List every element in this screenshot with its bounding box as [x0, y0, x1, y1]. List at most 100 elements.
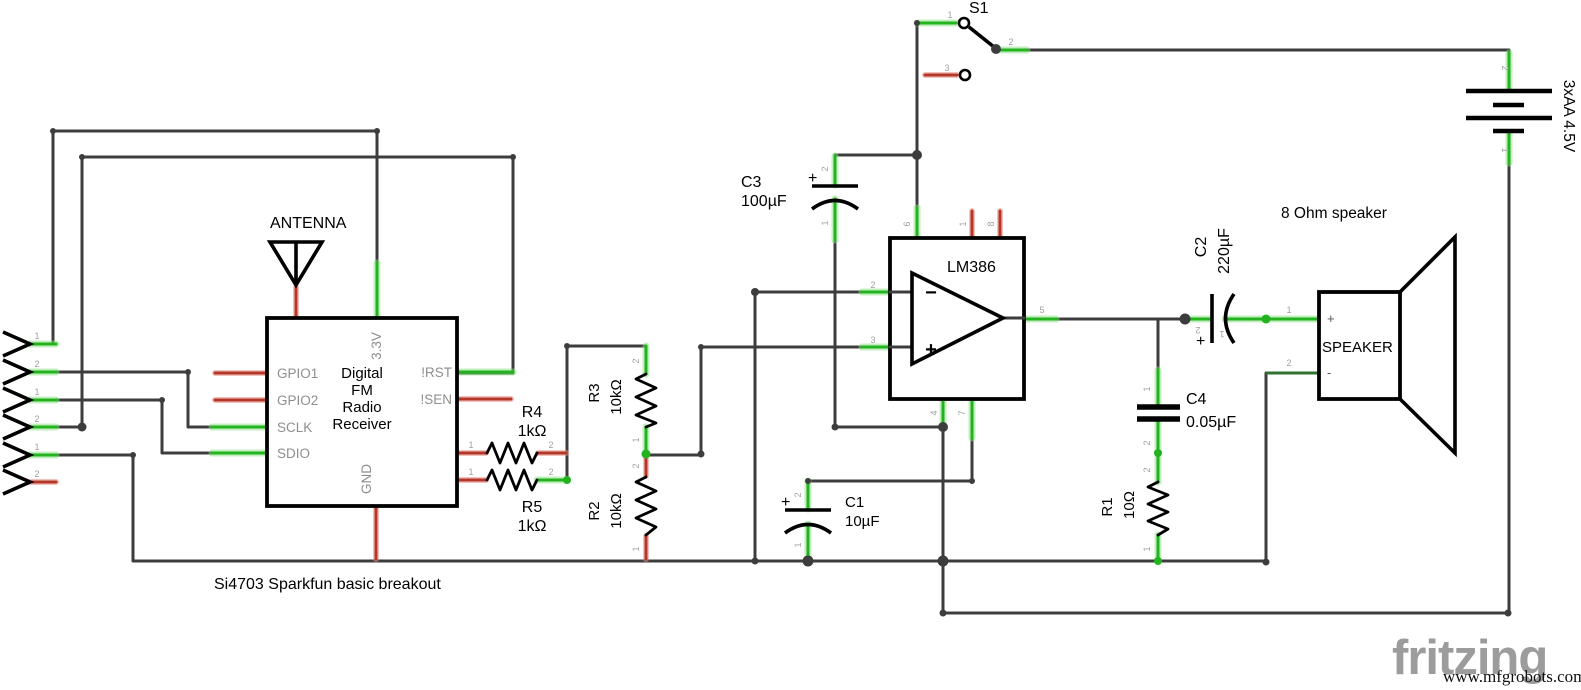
chip-pin-label-gpio1: GPIO1: [277, 366, 318, 381]
speaker-horn: [1398, 232, 1457, 458]
c1-pin-number: 2: [793, 492, 803, 497]
chip-title-line: Receiver: [332, 416, 391, 433]
speaker-minus: -: [1327, 365, 1331, 380]
r5-pin-number: 2: [548, 467, 553, 477]
lm386-pin-number: 7: [957, 410, 967, 415]
junction-dot: [1179, 313, 1191, 325]
switch-pivot-dot: [991, 44, 1001, 54]
battery-label: 3xAA 4.5V: [1560, 80, 1577, 153]
antenna-symbol: ANTENNA: [266, 215, 347, 289]
connector-pin-number: 2: [34, 359, 39, 369]
chip-title-line: Digital: [341, 365, 383, 382]
switch-terminal: [957, 16, 971, 30]
r5-name: R5: [522, 499, 543, 516]
chip-pin-label-rst: !RST: [421, 365, 452, 380]
bend-dot: [1262, 558, 1270, 566]
speaker-plus: +: [1327, 311, 1335, 326]
speaker-pin-number: 2: [1286, 358, 1291, 368]
c2-name: C2: [1193, 237, 1210, 258]
resistor-zigzag: [485, 441, 539, 465]
cap-plate-curved: [1223, 292, 1236, 345]
lm386-pin-number: 8: [986, 221, 996, 226]
resistor-r1: R1 10Ω 2 1: [1099, 467, 1170, 552]
c1-value: 10µF: [845, 513, 880, 530]
bend-dot: [751, 557, 759, 565]
speaker-body: [1317, 290, 1402, 401]
c2-pin-number: 1: [1219, 329, 1224, 339]
battery-symbol: 3xAA 4.5V 2 1: [1466, 65, 1577, 153]
bend-dot: [159, 397, 165, 403]
c2-value: 220µF: [1216, 228, 1233, 274]
chip-title-line: FM: [351, 382, 373, 399]
c2-pin-number: 2: [1195, 325, 1200, 335]
chip-title-line: Radio: [342, 399, 381, 416]
r3-name: R3: [586, 383, 603, 402]
chip-pin-label-sdio: SDIO: [277, 446, 310, 461]
resistor-zigzag: [634, 372, 658, 429]
bend-dot: [510, 154, 516, 160]
green-junction-dot: [1154, 557, 1162, 565]
lm386-pin-number: 3: [870, 335, 875, 345]
cap-plate-curved: [810, 198, 860, 211]
junction-dot: [77, 422, 87, 432]
capacitor-c1: + C1 10µF 2 1: [781, 492, 880, 547]
r1-value: 10Ω: [1121, 491, 1138, 519]
c1-name: C1: [845, 494, 864, 511]
r2-pin-number: 2: [631, 463, 641, 468]
bend-dot: [831, 423, 839, 431]
connector-pin-number: 1: [34, 331, 39, 341]
bend-dot: [185, 369, 191, 375]
connector-pin-number: 1: [34, 387, 39, 397]
c4-name: C4: [1186, 391, 1207, 408]
opamp-minus: −: [925, 282, 937, 304]
bend-dot: [698, 344, 704, 350]
bend-dot: [1504, 609, 1512, 617]
r2-value: 10kΩ: [608, 493, 625, 528]
connector-pin-number: 1: [34, 442, 39, 452]
fritzing-watermark: fritzing: [1392, 631, 1547, 685]
chip-pin-label-gpio2: GPIO2: [277, 393, 318, 408]
resistor-zigzag: [1146, 480, 1170, 537]
s1-pin-number: 2: [1008, 37, 1013, 47]
junction-dot: [938, 422, 948, 432]
schematic-caption: Si4703 Sparkfun basic breakout: [214, 576, 441, 593]
lm386-chip: LM386 − + 6 1 8 2 3 5 4 7: [870, 221, 1044, 415]
junction-dot: [937, 555, 949, 567]
wires: [26, 19, 1513, 615]
speaker-label: SPEAKER: [1322, 339, 1393, 356]
battery-pin-number: 1: [1500, 147, 1510, 152]
bend-dot: [79, 154, 85, 160]
connector-pin-arrow: [2, 330, 35, 358]
connector-pin-number: 2: [34, 469, 39, 479]
c2-plus: +: [1196, 333, 1205, 350]
c3-pin-number: 1: [820, 220, 830, 225]
green-wires: [28, 21, 1511, 562]
green-junction-dot: [563, 476, 571, 484]
bend-dot: [374, 128, 380, 134]
chip-pin-label-gnd: GND: [359, 464, 374, 494]
c3-value: 100µF: [741, 193, 787, 210]
chip-pin-label-33v: 3.3V: [369, 332, 384, 360]
chip-pin-label-sclk: SCLK: [277, 420, 312, 435]
bend-dot: [564, 343, 570, 349]
opamp-plus: +: [925, 339, 937, 361]
battery-pin-number: 2: [1500, 65, 1510, 70]
r4-pin-number: 2: [548, 440, 553, 450]
lm386-label: LM386: [947, 259, 996, 276]
r3-pin-number: 1: [631, 437, 641, 442]
header-connectors: 1 2 1 2 1 2: [2, 330, 40, 496]
bend-dot: [751, 288, 759, 296]
r3-pin-number: 2: [631, 358, 641, 363]
r1-name: R1: [1099, 497, 1116, 516]
capacitor-c4: C4 0.05µF 1 2: [1137, 386, 1236, 446]
lm386-pin-number: 1: [958, 221, 968, 226]
junction-dot: [802, 555, 814, 567]
r4-pin-number: 1: [468, 440, 473, 450]
c1-plus: +: [781, 494, 790, 511]
capacitor-c3: + C3 100µF 2 1: [741, 166, 860, 226]
c4-pin-number: 1: [1142, 386, 1152, 391]
connector-pin-arrow: [2, 386, 35, 414]
resistor-r4: R4 1kΩ 1 2: [468, 404, 554, 465]
s1-label: S1: [969, 0, 989, 17]
